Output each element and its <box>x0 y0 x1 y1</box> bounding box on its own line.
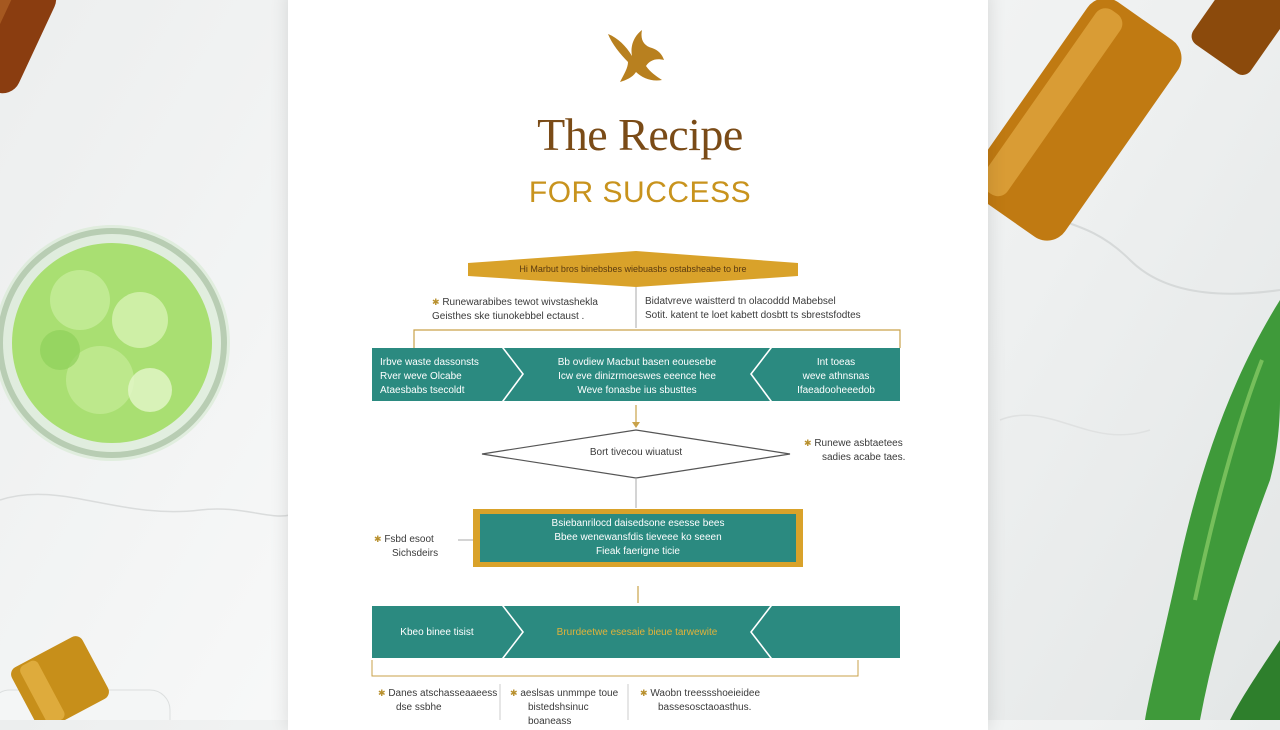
bottom-center-box <box>504 606 770 658</box>
aloe-gel-glass <box>0 225 230 461</box>
poster-subtitle: FOR SUCCESS <box>528 176 752 209</box>
bottom-center-text: Brurdeetwe esesaie bieue tarwewite <box>556 627 718 638</box>
footer-col-3: ✱ Waobn treessshoeieidee bassesosctaoast… <box>640 688 761 713</box>
top-banner-shape <box>468 251 798 287</box>
decision-note: ✱ Runewe asbtaetees sadies acabe taes. <box>804 438 906 463</box>
top-banner-text: Hi Marbut bros binebsbes wiebuasbs ostab… <box>519 264 747 274</box>
footer-col-2: ✱ aeslsas unmmpe toue bistedshsinuc boan… <box>510 688 619 727</box>
aloe-leaf <box>1145 300 1280 720</box>
poster-title: The Recipe <box>537 109 743 160</box>
eagle-logo-icon <box>608 30 664 82</box>
bottom-left-text: Kbeo binee tisist <box>400 627 474 638</box>
intro-left: ✱ Runewarabibes tewot wivstashekla Geist… <box>432 297 598 322</box>
step-right-box <box>772 348 900 401</box>
bullet-icon: ✱ <box>432 297 440 307</box>
amber-bottle-topleft <box>0 0 57 94</box>
step-right-text: Int toeas weve athnsnas Ifaeadooheeedob <box>797 357 875 396</box>
step-center-text: Bb ovdiew Macbut basen eouesebe Icw eve … <box>557 357 717 396</box>
bullet-icon: ✱ <box>378 688 386 698</box>
bullet-icon: ✱ <box>804 438 812 448</box>
bottom-left-box <box>372 606 502 658</box>
decision-diamond <box>481 429 791 479</box>
gold-cap-bottle <box>0 636 171 720</box>
amber-bottle-topright <box>971 0 1280 241</box>
footer-col-1: ✱ Danes atschasseaaeess dse ssbhe <box>378 688 498 713</box>
decision-text: Bort tivecou wiuatust <box>589 447 683 458</box>
step-left-box <box>372 348 502 401</box>
step-center-box <box>504 348 770 401</box>
side-note: ✱ Fsbd esoot Sichsdeirs <box>374 534 439 559</box>
bullet-icon: ✱ <box>640 688 648 698</box>
bullet-icon: ✱ <box>374 534 382 544</box>
highlight-box-text: Bsiebanrilocd daisedsone esesse bees Bbe… <box>551 518 725 557</box>
intro-right: Bidatvreve waistterd tn olacoddd Mabebse… <box>645 296 861 321</box>
step-left-text: Irbve waste dassonsts Rver weve Olcabe A… <box>380 357 479 396</box>
bullet-icon: ✱ <box>510 688 518 698</box>
